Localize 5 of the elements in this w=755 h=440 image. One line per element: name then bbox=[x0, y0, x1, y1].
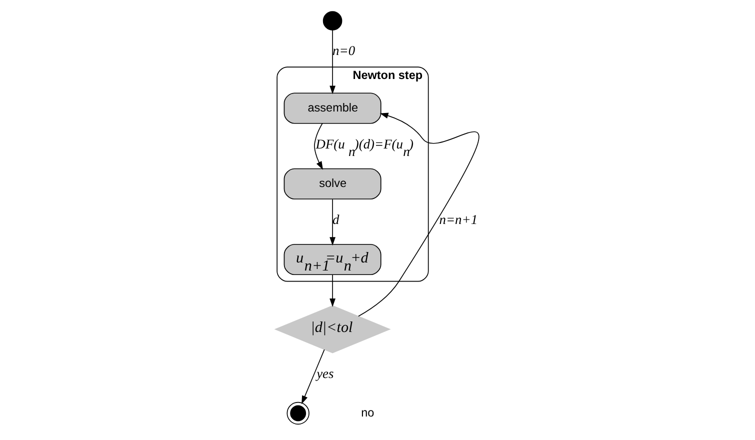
edge-label: yes bbox=[316, 366, 334, 381]
edge-label: d bbox=[332, 212, 340, 228]
label: no bbox=[361, 406, 374, 420]
edge-label: n=0 bbox=[332, 43, 356, 58]
edge-label: n=n+1 bbox=[439, 212, 478, 228]
